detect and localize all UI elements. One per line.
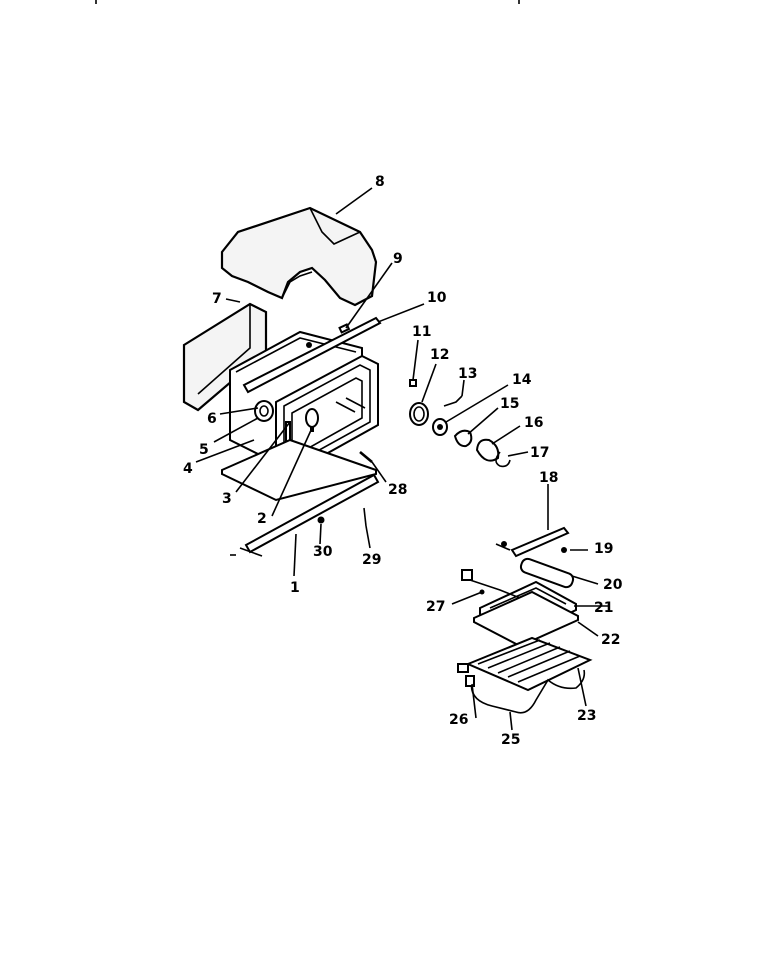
- label-21: 21: [594, 600, 613, 616]
- label-23: 23: [577, 708, 596, 724]
- label-7: 7: [212, 291, 222, 307]
- label-17: 17: [530, 445, 549, 461]
- label-16: 16: [524, 415, 543, 431]
- label-26: 26: [449, 712, 468, 728]
- label-30: 30: [313, 544, 333, 560]
- part-22-tray: [473, 590, 579, 648]
- label-19: 19: [594, 541, 613, 557]
- part-11-clip: [409, 379, 417, 387]
- part-23-bake-rack: [465, 636, 593, 692]
- label-11: 11: [412, 324, 431, 340]
- label-3: 3: [222, 491, 232, 507]
- part-12-ring: [409, 402, 429, 426]
- label-13: 13: [458, 366, 477, 382]
- label-22: 22: [601, 632, 620, 648]
- part-8-top-insulation: [220, 206, 378, 307]
- part-16-lens: [475, 438, 500, 462]
- label-12: 12: [430, 347, 449, 363]
- label-2: 2: [257, 511, 267, 527]
- lamp-assembly: [409, 379, 511, 468]
- label-29: 29: [362, 552, 381, 568]
- leader-lines: [195, 187, 610, 731]
- part-29-pin: [363, 507, 367, 527]
- label-1: 1: [290, 580, 300, 596]
- part-25-bake-element: [457, 663, 586, 714]
- label-28: 28: [388, 482, 407, 498]
- label-20: 20: [603, 577, 623, 593]
- part-6-socket: [254, 400, 274, 422]
- part-labels: 8 9 10 7 11 12 13 14 15 16 17 6 5 4 3 2 …: [183, 174, 623, 748]
- label-14: 14: [512, 372, 532, 388]
- part-10-front-bar: [242, 316, 382, 394]
- part-18-element-bar: [495, 526, 570, 558]
- part-26-terminal: [465, 675, 475, 687]
- label-18: 18: [539, 470, 558, 486]
- label-15: 15: [500, 396, 519, 412]
- label-5: 5: [199, 442, 209, 458]
- part-19-screw: [561, 547, 567, 553]
- part-30-screw: [317, 516, 325, 524]
- label-9: 9: [393, 251, 403, 267]
- part-15-bulb: [453, 429, 473, 448]
- part-17-retainer: [495, 451, 511, 468]
- label-10: 10: [427, 290, 447, 306]
- part-20-gasket: [519, 557, 575, 589]
- label-6: 6: [207, 411, 217, 427]
- label-4: 4: [183, 461, 193, 477]
- part-3-bottom-panel: [221, 438, 377, 502]
- part-13-wire: [443, 395, 463, 407]
- part-1-bottom-bar: [230, 473, 380, 557]
- part-28-pin: [359, 451, 373, 463]
- label-8: 8: [375, 174, 385, 190]
- label-25: 25: [501, 732, 520, 748]
- label-27: 27: [426, 599, 445, 615]
